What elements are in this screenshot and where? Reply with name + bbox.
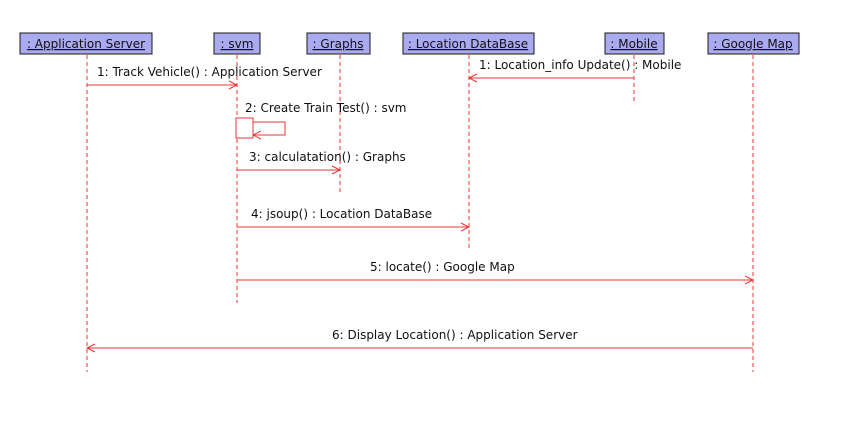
message-label: 5: locate() : Google Map	[370, 260, 515, 274]
message-track-vehicle[interactable]: 1: Track Vehicle() : Application Server	[87, 65, 322, 85]
message-locate[interactable]: 5: locate() : Google Map	[237, 260, 753, 280]
lifeline-title: : svm	[221, 37, 254, 51]
message-label: 1: Location_info Update() : Mobile	[479, 58, 681, 72]
lifeline-title: : Google Map	[713, 37, 792, 51]
lifeline-title: : Application Server	[27, 37, 145, 51]
message-label: 1: Track Vehicle() : Application Server	[97, 65, 322, 79]
activation-box	[235, 117, 254, 139]
message-label: 2: Create Train Test() : svm	[245, 101, 407, 115]
lifeline-header-application-server[interactable]: : Application Server	[19, 32, 153, 55]
message-create-train-test[interactable]: 2: Create Train Test() : svm	[235, 101, 407, 139]
lifeline-title: : Location DataBase	[408, 37, 528, 51]
message-label: 4: jsoup() : Location DataBase	[251, 207, 432, 221]
lifeline-header-graphs[interactable]: : Graphs	[306, 32, 371, 55]
message-display-location[interactable]: 6: Display Location() : Application Serv…	[87, 328, 753, 348]
lifeline-title: : Mobile	[610, 37, 657, 51]
lifeline-header-location-database[interactable]: : Location DataBase	[402, 32, 535, 55]
lifeline-header-mobile[interactable]: : Mobile	[604, 32, 665, 55]
message-jsoup[interactable]: 4: jsoup() : Location DataBase	[237, 207, 469, 227]
message-location-info-update[interactable]: 1: Location_info Update() : Mobile	[469, 58, 681, 78]
lifeline-header-svm[interactable]: : svm	[213, 32, 261, 55]
lifeline-header-google-map[interactable]: : Google Map	[707, 32, 800, 55]
lifeline-title: : Graphs	[313, 37, 364, 51]
message-label: 6: Display Location() : Application Serv…	[332, 328, 578, 342]
message-calculatation[interactable]: 3: calculatation() : Graphs	[237, 150, 406, 170]
message-label: 3: calculatation() : Graphs	[249, 150, 406, 164]
